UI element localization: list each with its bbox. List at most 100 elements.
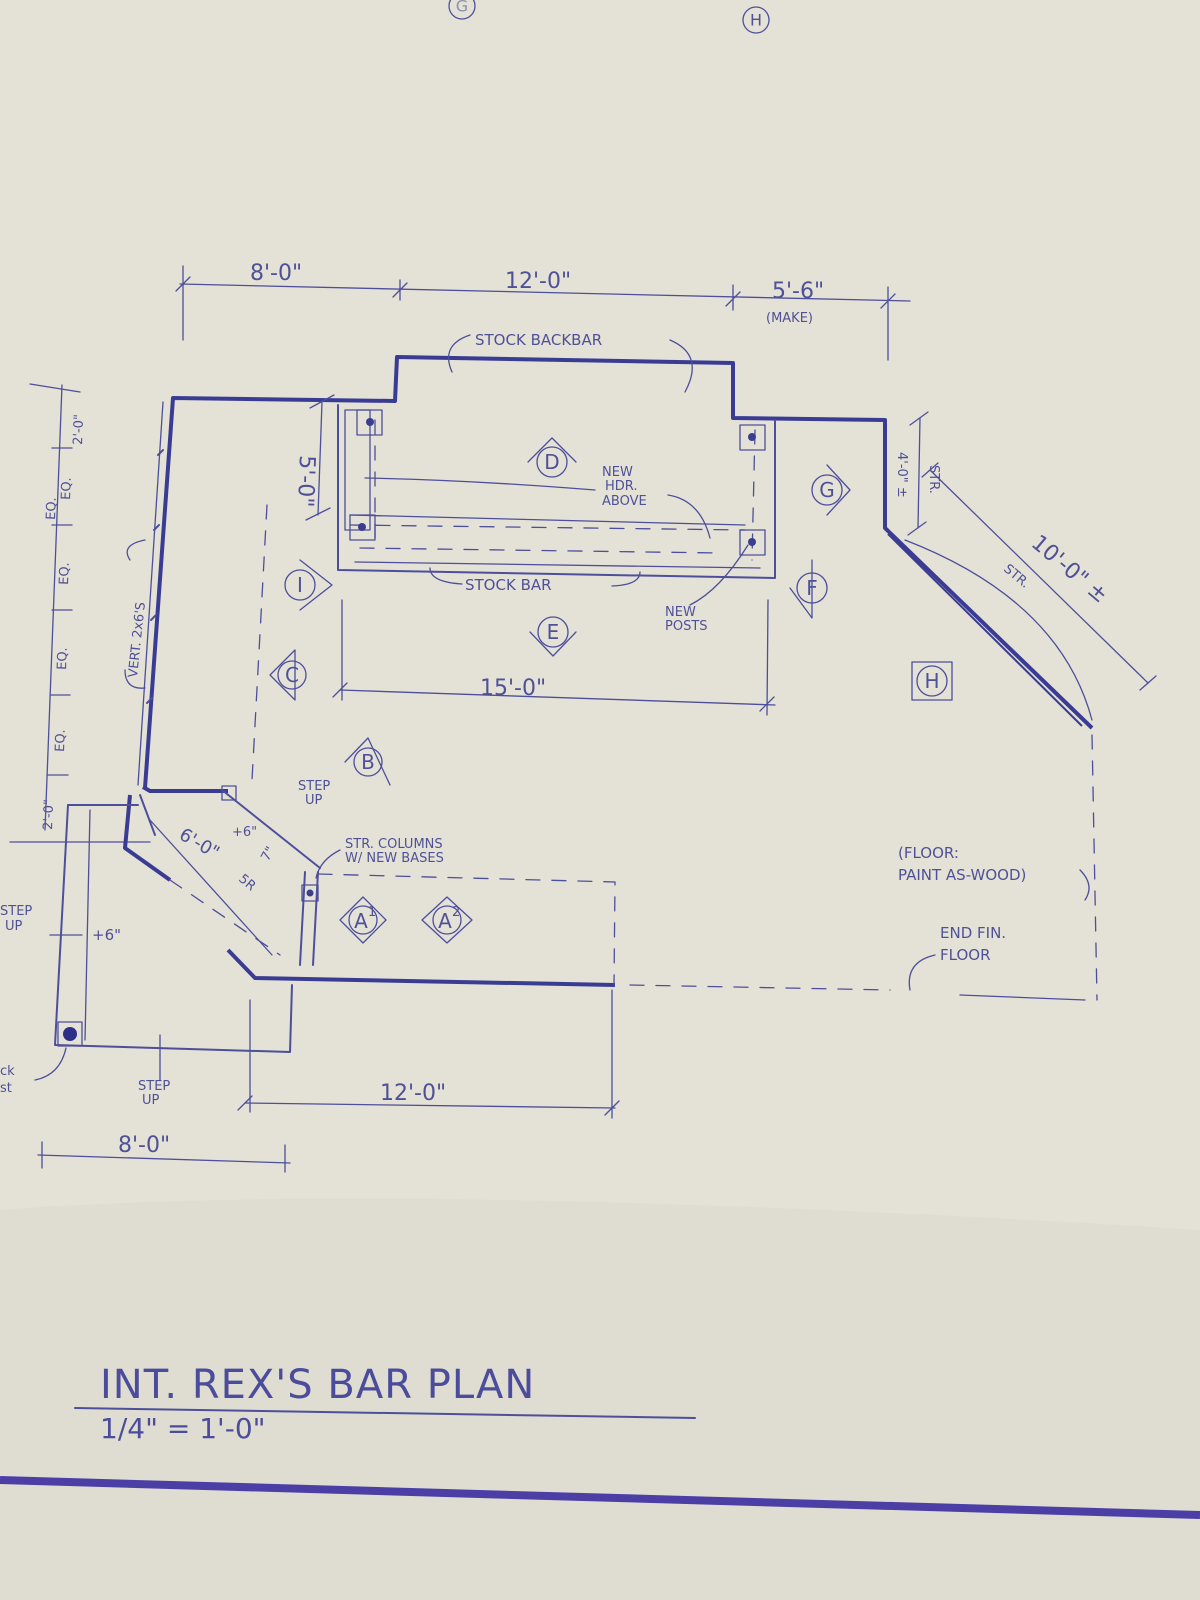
dim-left-eq-5: EQ.	[44, 497, 60, 520]
grid-mark-h-label: H	[750, 11, 762, 30]
svg-text:A: A	[438, 909, 452, 933]
note-new-posts-1: NEW	[665, 605, 696, 620]
bar-depth-dimension: 5'-0"	[292, 394, 335, 521]
tag-e: E	[529, 616, 577, 657]
svg-text:D: D	[544, 450, 559, 474]
note-step-up-left-1: STEP	[0, 904, 32, 919]
note-step-up-bottom-1: STEP	[138, 1079, 170, 1094]
dim-left-eq-1: EQ.	[59, 477, 75, 500]
dim-top-right-note: (MAKE)	[766, 311, 813, 326]
note-existing-post-1: ck	[0, 1064, 15, 1079]
note-arrow-hdr-right	[667, 494, 711, 539]
note-new-posts-2: POSTS	[665, 619, 708, 634]
note-str-columns-1: STR. COLUMNS	[345, 837, 443, 852]
svg-text:C: C	[285, 663, 299, 687]
drawing-notes: STOCK BACKBAR NEW HDR. ABOVE STOCK BAR N…	[0, 331, 1090, 1108]
post-back-right	[739, 424, 766, 451]
drawing-scale: 1/4" = 1'-0"	[100, 1412, 266, 1445]
note-arrow-2x6-bottom	[124, 669, 146, 689]
tag-f: F	[789, 559, 828, 619]
svg-text:G: G	[819, 478, 835, 502]
note-step-up-top-1: STEP	[298, 779, 330, 794]
column-lower	[301, 884, 319, 902]
note-floor-paint-2: PAINT AS-WOOD)	[898, 866, 1026, 884]
bar-fixtures	[57, 404, 776, 1047]
dim-left-top: 2'-0"	[71, 414, 87, 445]
grid-mark-g: G	[448, 0, 476, 20]
note-str-columns-2: W/ NEW BASES	[345, 851, 444, 866]
section-tags: A 1 A 2 B C D E	[269, 437, 953, 944]
bar-walls	[54, 355, 1098, 1053]
paper-fold-shadow	[0, 1198, 1200, 1600]
tag-c: C	[269, 649, 307, 701]
dim-bottom-left: 8'-0"	[118, 1133, 170, 1158]
post-back-left	[356, 409, 383, 436]
note-arrow-existing-post	[34, 1047, 67, 1081]
svg-text:E: E	[547, 620, 560, 644]
dim-bar-length: 15'-0"	[480, 676, 546, 701]
bar-length-dimension: 15'-0"	[332, 599, 776, 716]
note-arrow-backbar-left	[447, 334, 471, 373]
dim-step-up-plus: +6"	[92, 926, 121, 944]
note-step-up-left-2: UP	[5, 919, 23, 934]
note-arrow-backbar-right	[669, 339, 693, 393]
note-arrow-hdr-left	[364, 477, 596, 491]
dim-top-right: 5'-6"	[772, 279, 824, 304]
note-step-up-top-2: UP	[305, 793, 323, 808]
svg-text:2: 2	[452, 905, 460, 920]
existing-post	[57, 1021, 83, 1047]
top-dimension-line: 8'-0" 12'-0" 5'-6" (MAKE)	[175, 261, 911, 361]
bottom-dimensions: 12'-0" 8'-0"	[37, 989, 620, 1173]
title-block: INT. REX'S BAR PLAN 1/4" = 1'-0"	[74, 1362, 696, 1445]
note-floor-paint-1: (FLOOR:	[898, 844, 959, 862]
door-swing-arc	[904, 539, 1093, 721]
note-new-hdr-3: ABOVE	[602, 494, 647, 509]
note-arrow-floor	[1079, 869, 1090, 901]
dim-top-left: 8'-0"	[250, 261, 302, 286]
note-new-hdr-2: HDR.	[605, 479, 638, 494]
dim-left-eq-4: EQ.	[53, 729, 69, 752]
dim-right-short-note: STR.	[926, 465, 941, 494]
drawing-title: INT. REX'S BAR PLAN	[100, 1362, 535, 1408]
dim-bottom-middle: 12'-0"	[380, 1081, 446, 1106]
note-stock-backbar: STOCK BACKBAR	[475, 331, 602, 349]
dim-step-rise: 7"	[258, 844, 278, 864]
svg-text:I: I	[297, 573, 303, 597]
dim-left-bottom: 2'-0"	[41, 799, 57, 830]
tag-i: I	[284, 559, 333, 611]
dim-left-eq-3: EQ.	[55, 647, 71, 670]
dim-right-short: 4'-0" ±	[894, 452, 909, 498]
note-end-fin-1: END FIN.	[940, 924, 1006, 942]
note-existing-post-2: st	[0, 1081, 12, 1096]
note-arrow-bar-right	[611, 571, 641, 587]
svg-text:B: B	[361, 750, 375, 774]
post-front-right	[739, 529, 766, 556]
note-arrow-end-fin	[908, 954, 936, 991]
dashed-aisle-line	[251, 504, 268, 781]
title-underline	[74, 1407, 696, 1419]
tag-a2: A 2	[421, 896, 473, 944]
svg-text:F: F	[806, 576, 818, 600]
svg-text:A: A	[354, 909, 368, 933]
note-new-hdr-1: NEW	[602, 465, 633, 480]
grid-mark-g-label: G	[456, 0, 468, 16]
tag-b: B	[344, 737, 391, 786]
tag-d: D	[527, 437, 577, 478]
note-arrow-bar-left	[429, 567, 463, 585]
svg-text:H: H	[924, 669, 939, 693]
tag-g: G	[811, 464, 851, 516]
dashed-platform-outline	[317, 873, 616, 986]
note-end-fin-2: FLOOR	[940, 946, 991, 964]
svg-text:1: 1	[368, 905, 376, 920]
dim-left-eq-2: EQ.	[57, 562, 73, 585]
tag-a1: A 1	[339, 896, 387, 944]
note-stock-bar: STOCK BAR	[465, 576, 552, 594]
dashed-stair-line	[169, 879, 281, 956]
dim-step-plus: +6"	[232, 825, 257, 840]
post-front-left	[349, 514, 376, 541]
tag-h: H	[911, 661, 953, 701]
note-arrow-columns	[315, 849, 341, 879]
dim-bar-depth: 5'-0"	[292, 455, 319, 508]
